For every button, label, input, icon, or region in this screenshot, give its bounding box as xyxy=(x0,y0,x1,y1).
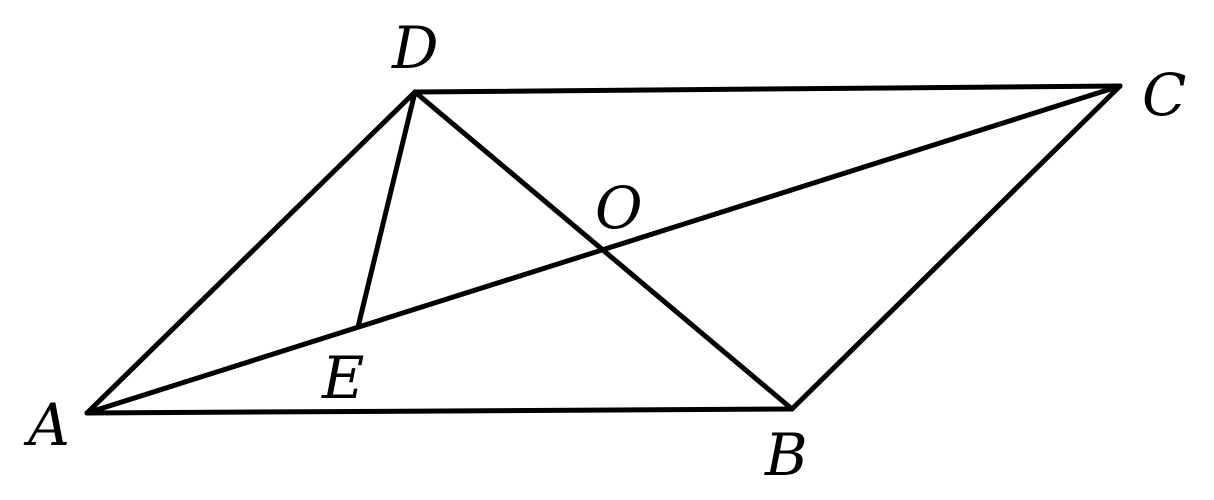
label-E: E xyxy=(321,344,364,412)
label-A: A xyxy=(23,391,70,459)
label-O: O xyxy=(595,174,643,242)
label-B: B xyxy=(764,421,808,489)
label-D: D xyxy=(391,14,439,82)
diagonal-BD xyxy=(412,89,795,412)
segment-AB xyxy=(84,406,795,416)
segment-DE xyxy=(355,89,418,330)
label-C: C xyxy=(1142,61,1186,129)
segment-CD xyxy=(412,83,1123,95)
segment-DA xyxy=(84,89,418,416)
segment-BC xyxy=(789,83,1123,412)
